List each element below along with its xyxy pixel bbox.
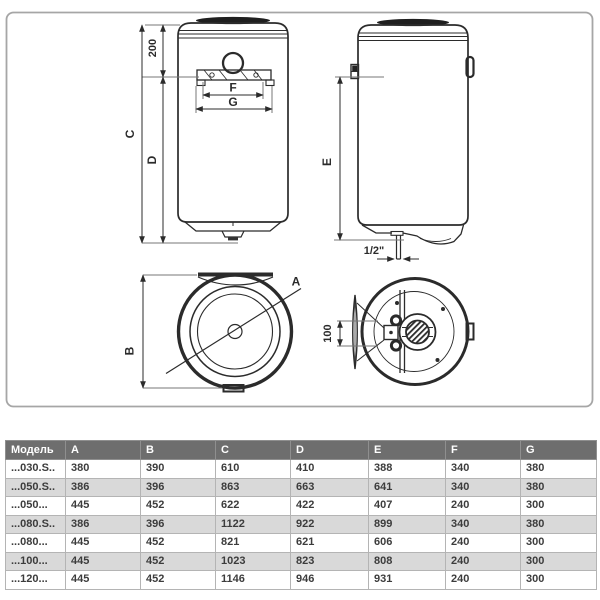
bottom-left-dimensions bbox=[140, 274, 222, 389]
anode-plug bbox=[405, 319, 430, 345]
bolt-bottom bbox=[389, 339, 403, 352]
diagram-card-border bbox=[5, 11, 594, 408]
col-header-d: D bbox=[290, 440, 369, 460]
top-bands bbox=[178, 30, 288, 39]
dim-label-e: E bbox=[320, 158, 334, 166]
bottom-right-dimensions bbox=[337, 320, 378, 347]
col-header-a: A bbox=[65, 440, 141, 460]
bottom-tab bbox=[222, 384, 245, 393]
front-view-dimensions bbox=[139, 24, 273, 244]
bracket-hook-left bbox=[196, 79, 206, 87]
col-header-g: G bbox=[520, 440, 597, 460]
col-header-model: Модель bbox=[5, 440, 66, 460]
bracket-hook-right bbox=[265, 79, 275, 87]
col-header-e: E bbox=[368, 440, 446, 460]
dim-label-b: B bbox=[123, 346, 137, 355]
cable-hole bbox=[221, 51, 245, 75]
dim-label-g: G bbox=[228, 95, 237, 109]
center-hole bbox=[227, 323, 243, 340]
dim-label-pipe: 1/2" bbox=[364, 245, 385, 257]
front-view bbox=[177, 16, 289, 241]
col-header-f: F bbox=[445, 440, 521, 460]
dim-label-d: D bbox=[145, 155, 159, 164]
mount-bracket bbox=[196, 69, 272, 81]
dim-label-200: 200 bbox=[147, 39, 159, 57]
bottom-cap bbox=[361, 224, 392, 234]
bolt-top bbox=[389, 314, 403, 327]
col-header-c: C bbox=[215, 440, 291, 460]
col-header-b: B bbox=[140, 440, 216, 460]
right-tab bbox=[465, 322, 475, 341]
top-bands bbox=[358, 32, 468, 41]
side-thermostat bbox=[465, 55, 475, 79]
dim-label-f: F bbox=[229, 81, 236, 95]
inlet-pipe bbox=[395, 235, 402, 260]
body-outline bbox=[357, 24, 469, 226]
table-header-row: Модель A B C D E F G bbox=[5, 440, 597, 460]
body-outline bbox=[177, 22, 289, 223]
bottom-view-right bbox=[352, 277, 475, 386]
bottom-view-left bbox=[165, 272, 302, 393]
dim-label-a: A bbox=[292, 275, 301, 289]
wall-plate bbox=[352, 294, 358, 370]
dim-label-100: 100 bbox=[322, 324, 334, 342]
bracket-hatch bbox=[203, 69, 263, 81]
technical-drawing: C 200 D F G E 1/2" A B bbox=[5, 11, 594, 408]
bottom-cap bbox=[184, 221, 282, 232]
dim-label-c: C bbox=[123, 129, 137, 138]
side-view bbox=[350, 18, 475, 260]
side-view-dimensions bbox=[334, 76, 419, 262]
diameter-line bbox=[165, 287, 302, 375]
